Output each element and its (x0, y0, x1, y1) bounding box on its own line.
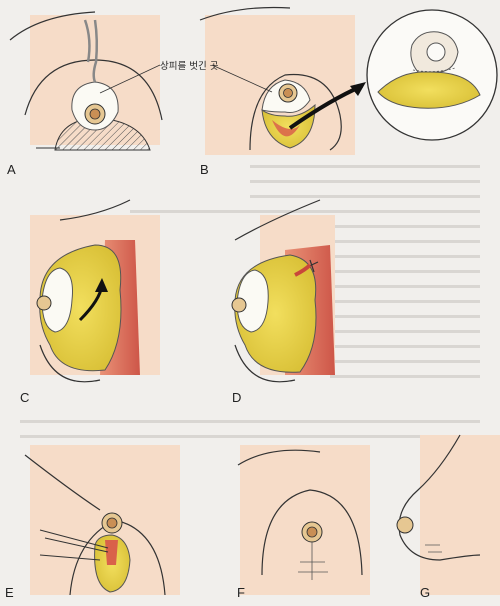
panel-label-d: D (232, 390, 242, 405)
panel-label-a: A (7, 162, 16, 177)
deepithelialized-area-callout: 상피를 벗긴 곳 (160, 61, 219, 72)
panel-label-b: B (200, 162, 209, 177)
panel-d-illustration (231, 199, 335, 383)
panel-label-g: G (420, 585, 431, 600)
background-text-texture (20, 165, 480, 438)
panel-label-e: E (5, 585, 14, 600)
panel-a-illustration (9, 11, 163, 151)
panel-label-f: F (237, 585, 245, 600)
panel-label-c: C (20, 390, 30, 405)
panel-e-illustration (24, 445, 180, 596)
panel-c-illustration (30, 199, 160, 383)
panel-g-illustration (396, 434, 500, 595)
panel-b-illustration (199, 6, 498, 155)
panel-f-illustration (237, 445, 370, 595)
